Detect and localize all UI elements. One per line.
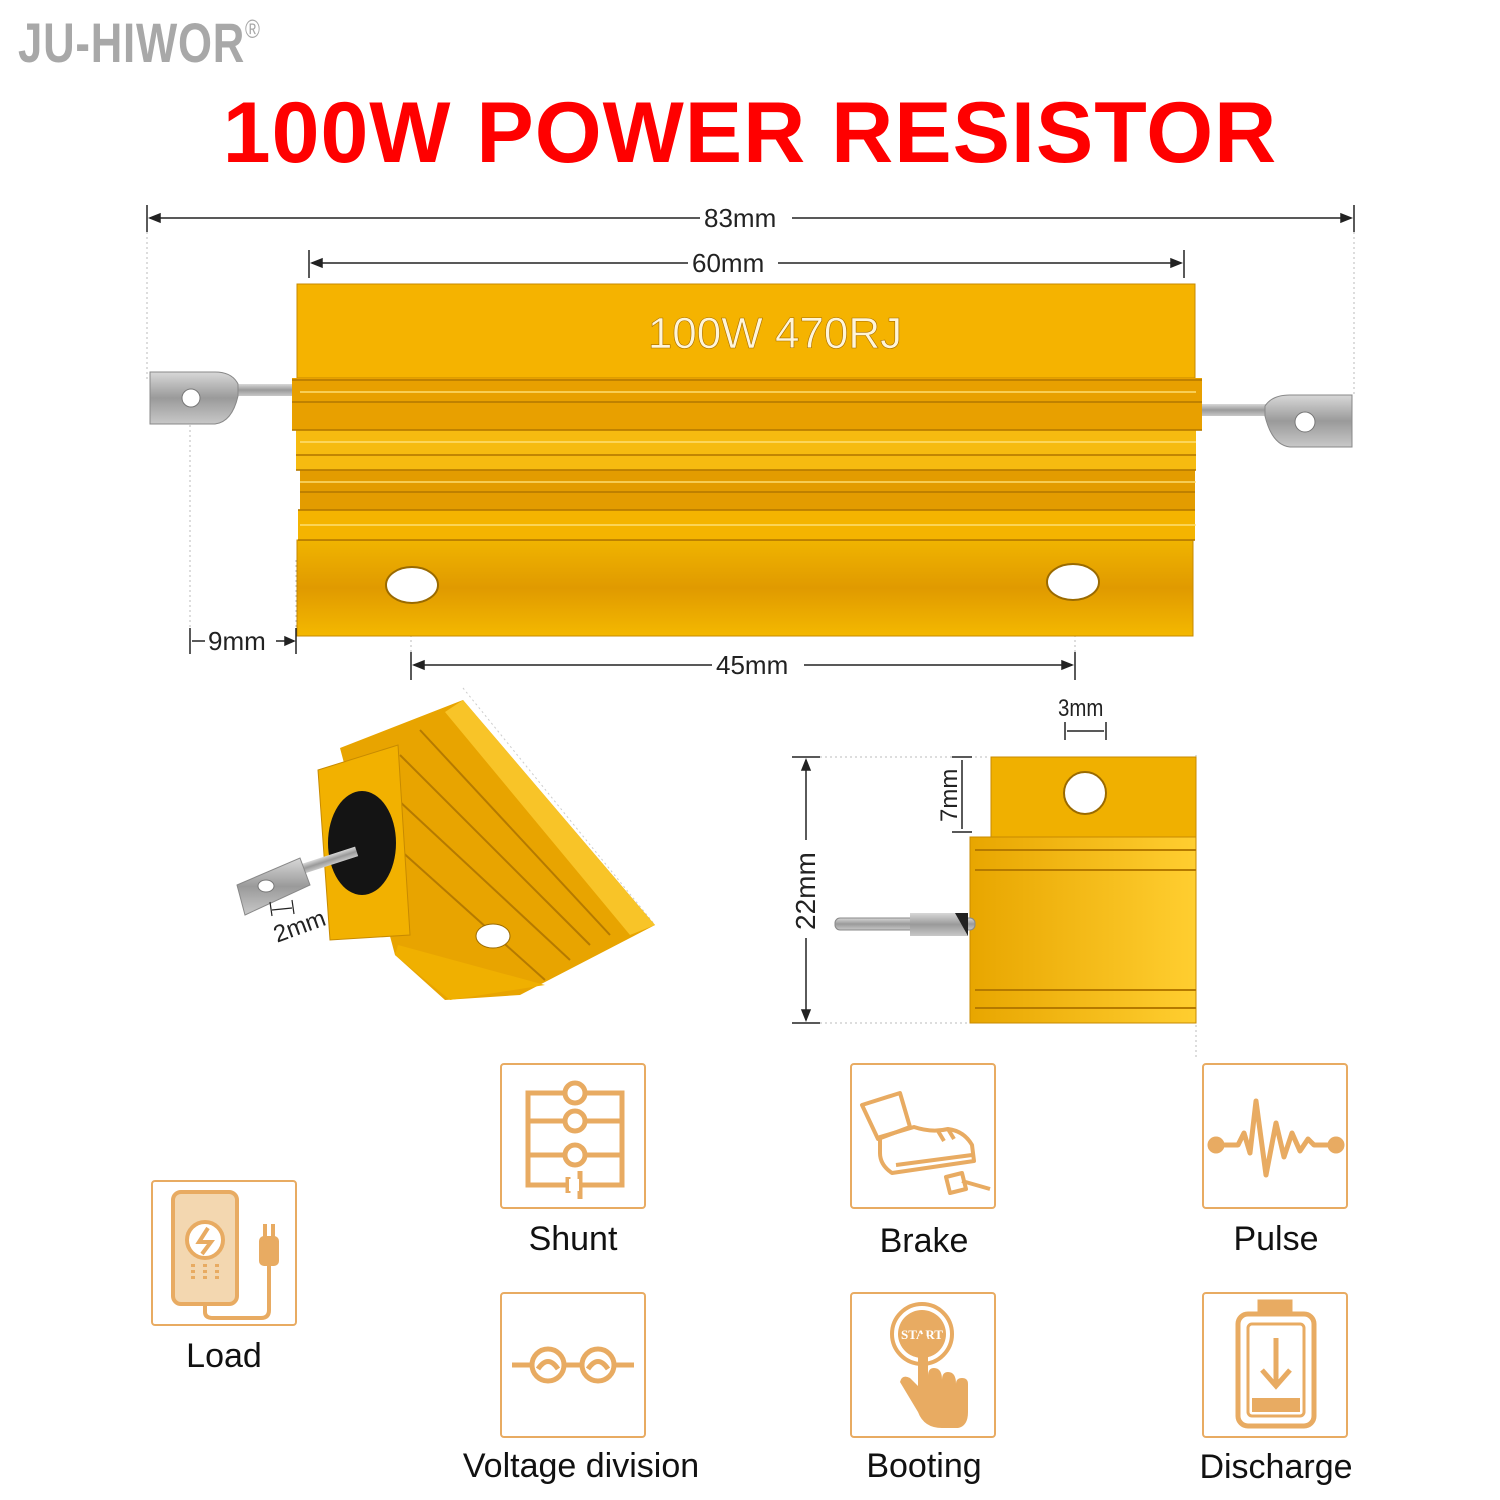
label-terminal-length: 9mm [208, 626, 266, 656]
label-hole-spacing: 45mm [716, 650, 789, 680]
label-hole-offset: 7mm [936, 768, 963, 822]
brand-name: JU-HIWOR [18, 11, 246, 74]
label-height: 22mm [790, 852, 821, 930]
dim-hole-spacing [410, 652, 1076, 680]
resistor-body [292, 283, 1202, 637]
discharge-app-icon [1202, 1292, 1348, 1438]
shunt-app-icon [500, 1063, 646, 1209]
resistor-side-view [792, 722, 1197, 1058]
phone-charging-icon [171, 1190, 279, 1320]
load-label: Load [186, 1337, 262, 1375]
booting-app-icon: START [850, 1292, 996, 1438]
pulse-wave-icon [1207, 1098, 1345, 1178]
label-overall-length: 83mm [704, 203, 777, 233]
voltage-divider-icon [512, 1346, 634, 1384]
brake-label: Brake [879, 1222, 969, 1260]
resistor-perspective-view [236, 687, 656, 1000]
right-terminal [1195, 394, 1353, 448]
dim-body [308, 250, 1185, 278]
brake-pedal-icon [860, 1091, 991, 1195]
load-app-icon [151, 1180, 297, 1326]
page-title: 100W POWER RESISTOR [222, 85, 1278, 181]
dim-overall [146, 205, 1355, 232]
label-body-length: 60mm [692, 248, 765, 278]
brand-logo: JU-HIWOR® [18, 10, 261, 75]
battery-discharge-icon [1235, 1299, 1317, 1429]
voltage-division-app-icon [500, 1292, 646, 1438]
booting-label: Booting [866, 1447, 982, 1485]
shunt-label: Shunt [528, 1220, 618, 1258]
pulse-label: Pulse [1233, 1220, 1319, 1258]
label-hole-diameter: 3mm [1058, 695, 1104, 722]
start-button-icon: START [890, 1302, 968, 1428]
discharge-label: Discharge [1199, 1448, 1353, 1486]
voltage-division-label: Voltage division [462, 1447, 700, 1485]
pulse-app-icon [1202, 1063, 1348, 1209]
resistor-dimension-drawing: 100W 470RJ [146, 205, 1355, 1058]
brake-app-icon [850, 1063, 996, 1209]
shunt-circuit-icon [525, 1080, 625, 1199]
dim-terminal [189, 628, 297, 654]
left-terminal [149, 371, 300, 425]
registered-mark: ® [245, 14, 261, 44]
resistor-marking: 100W 470RJ [648, 309, 902, 358]
